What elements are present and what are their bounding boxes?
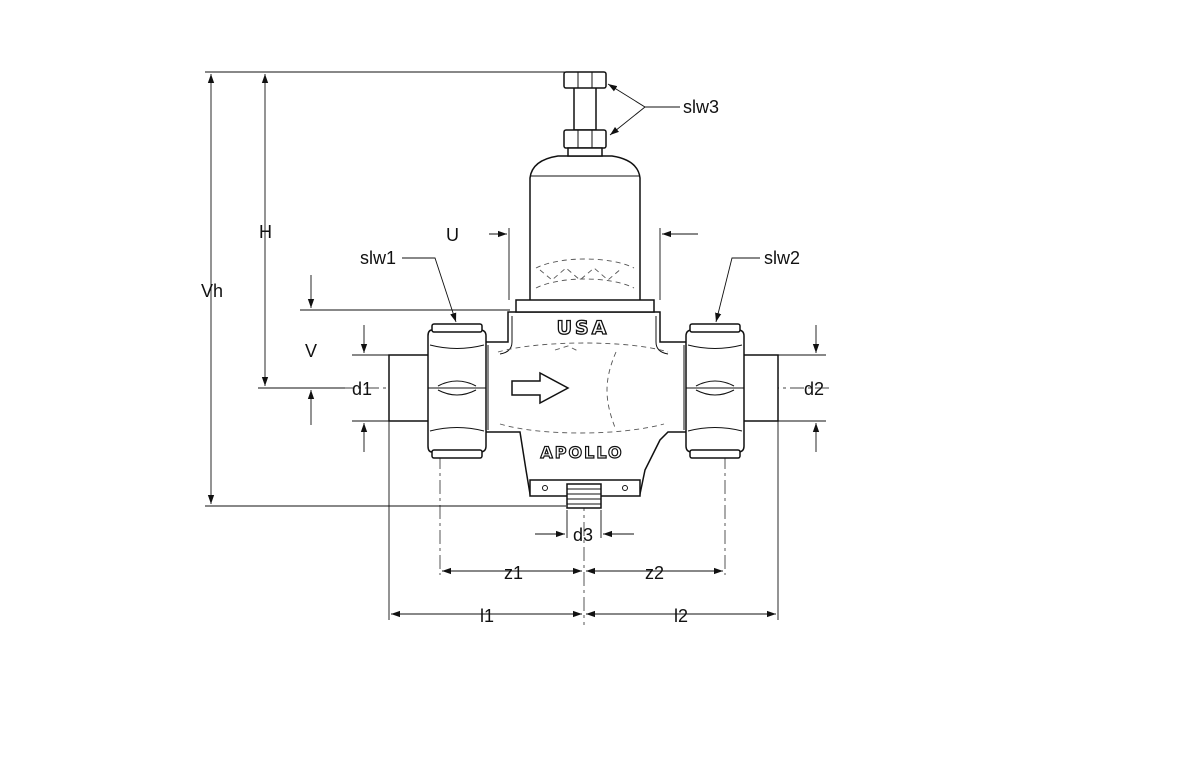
inlet-pipe-stub bbox=[388, 354, 430, 422]
label-slw1: slw1 bbox=[360, 248, 396, 268]
label-l1: l1 bbox=[480, 606, 494, 626]
leader-slw2 bbox=[715, 257, 760, 323]
label-d2: d2 bbox=[804, 379, 824, 399]
flow-direction-arrow bbox=[511, 371, 570, 405]
label-z2: z2 bbox=[645, 563, 664, 583]
label-d1: d1 bbox=[352, 379, 372, 399]
label-slw2: slw2 bbox=[764, 248, 800, 268]
dimension-lines bbox=[207, 74, 820, 618]
leader-lines bbox=[402, 83, 760, 323]
adjusting-screw-assembly bbox=[563, 71, 607, 157]
label-V: V bbox=[305, 341, 317, 361]
label-l2: l2 bbox=[674, 606, 688, 626]
label-slw3: slw3 bbox=[683, 97, 719, 117]
union-nut-left bbox=[427, 323, 487, 459]
label-H: H bbox=[259, 222, 272, 242]
leader-slw3 bbox=[607, 83, 680, 108]
lock-nut bbox=[563, 129, 607, 149]
cast-mark-apollo: APOLLO bbox=[540, 443, 623, 462]
label-d3: d3 bbox=[573, 525, 593, 545]
dimension-labels: slw3 H U slw1 slw2 Vh V d1 d2 d3 z1 z2 l… bbox=[201, 97, 824, 626]
valve-body bbox=[388, 311, 779, 509]
leader-slw1 bbox=[402, 257, 457, 323]
cast-mark-usa: USA bbox=[557, 317, 610, 339]
spring-bonnet bbox=[515, 155, 655, 313]
body-casting bbox=[483, 311, 689, 495]
extension-lines bbox=[205, 71, 826, 620]
label-Vh: Vh bbox=[201, 281, 223, 301]
label-z1: z1 bbox=[504, 563, 523, 583]
adjusting-screw bbox=[573, 85, 597, 131]
top-nut bbox=[563, 71, 607, 89]
label-U: U bbox=[446, 225, 459, 245]
union-nut-right bbox=[685, 323, 745, 459]
